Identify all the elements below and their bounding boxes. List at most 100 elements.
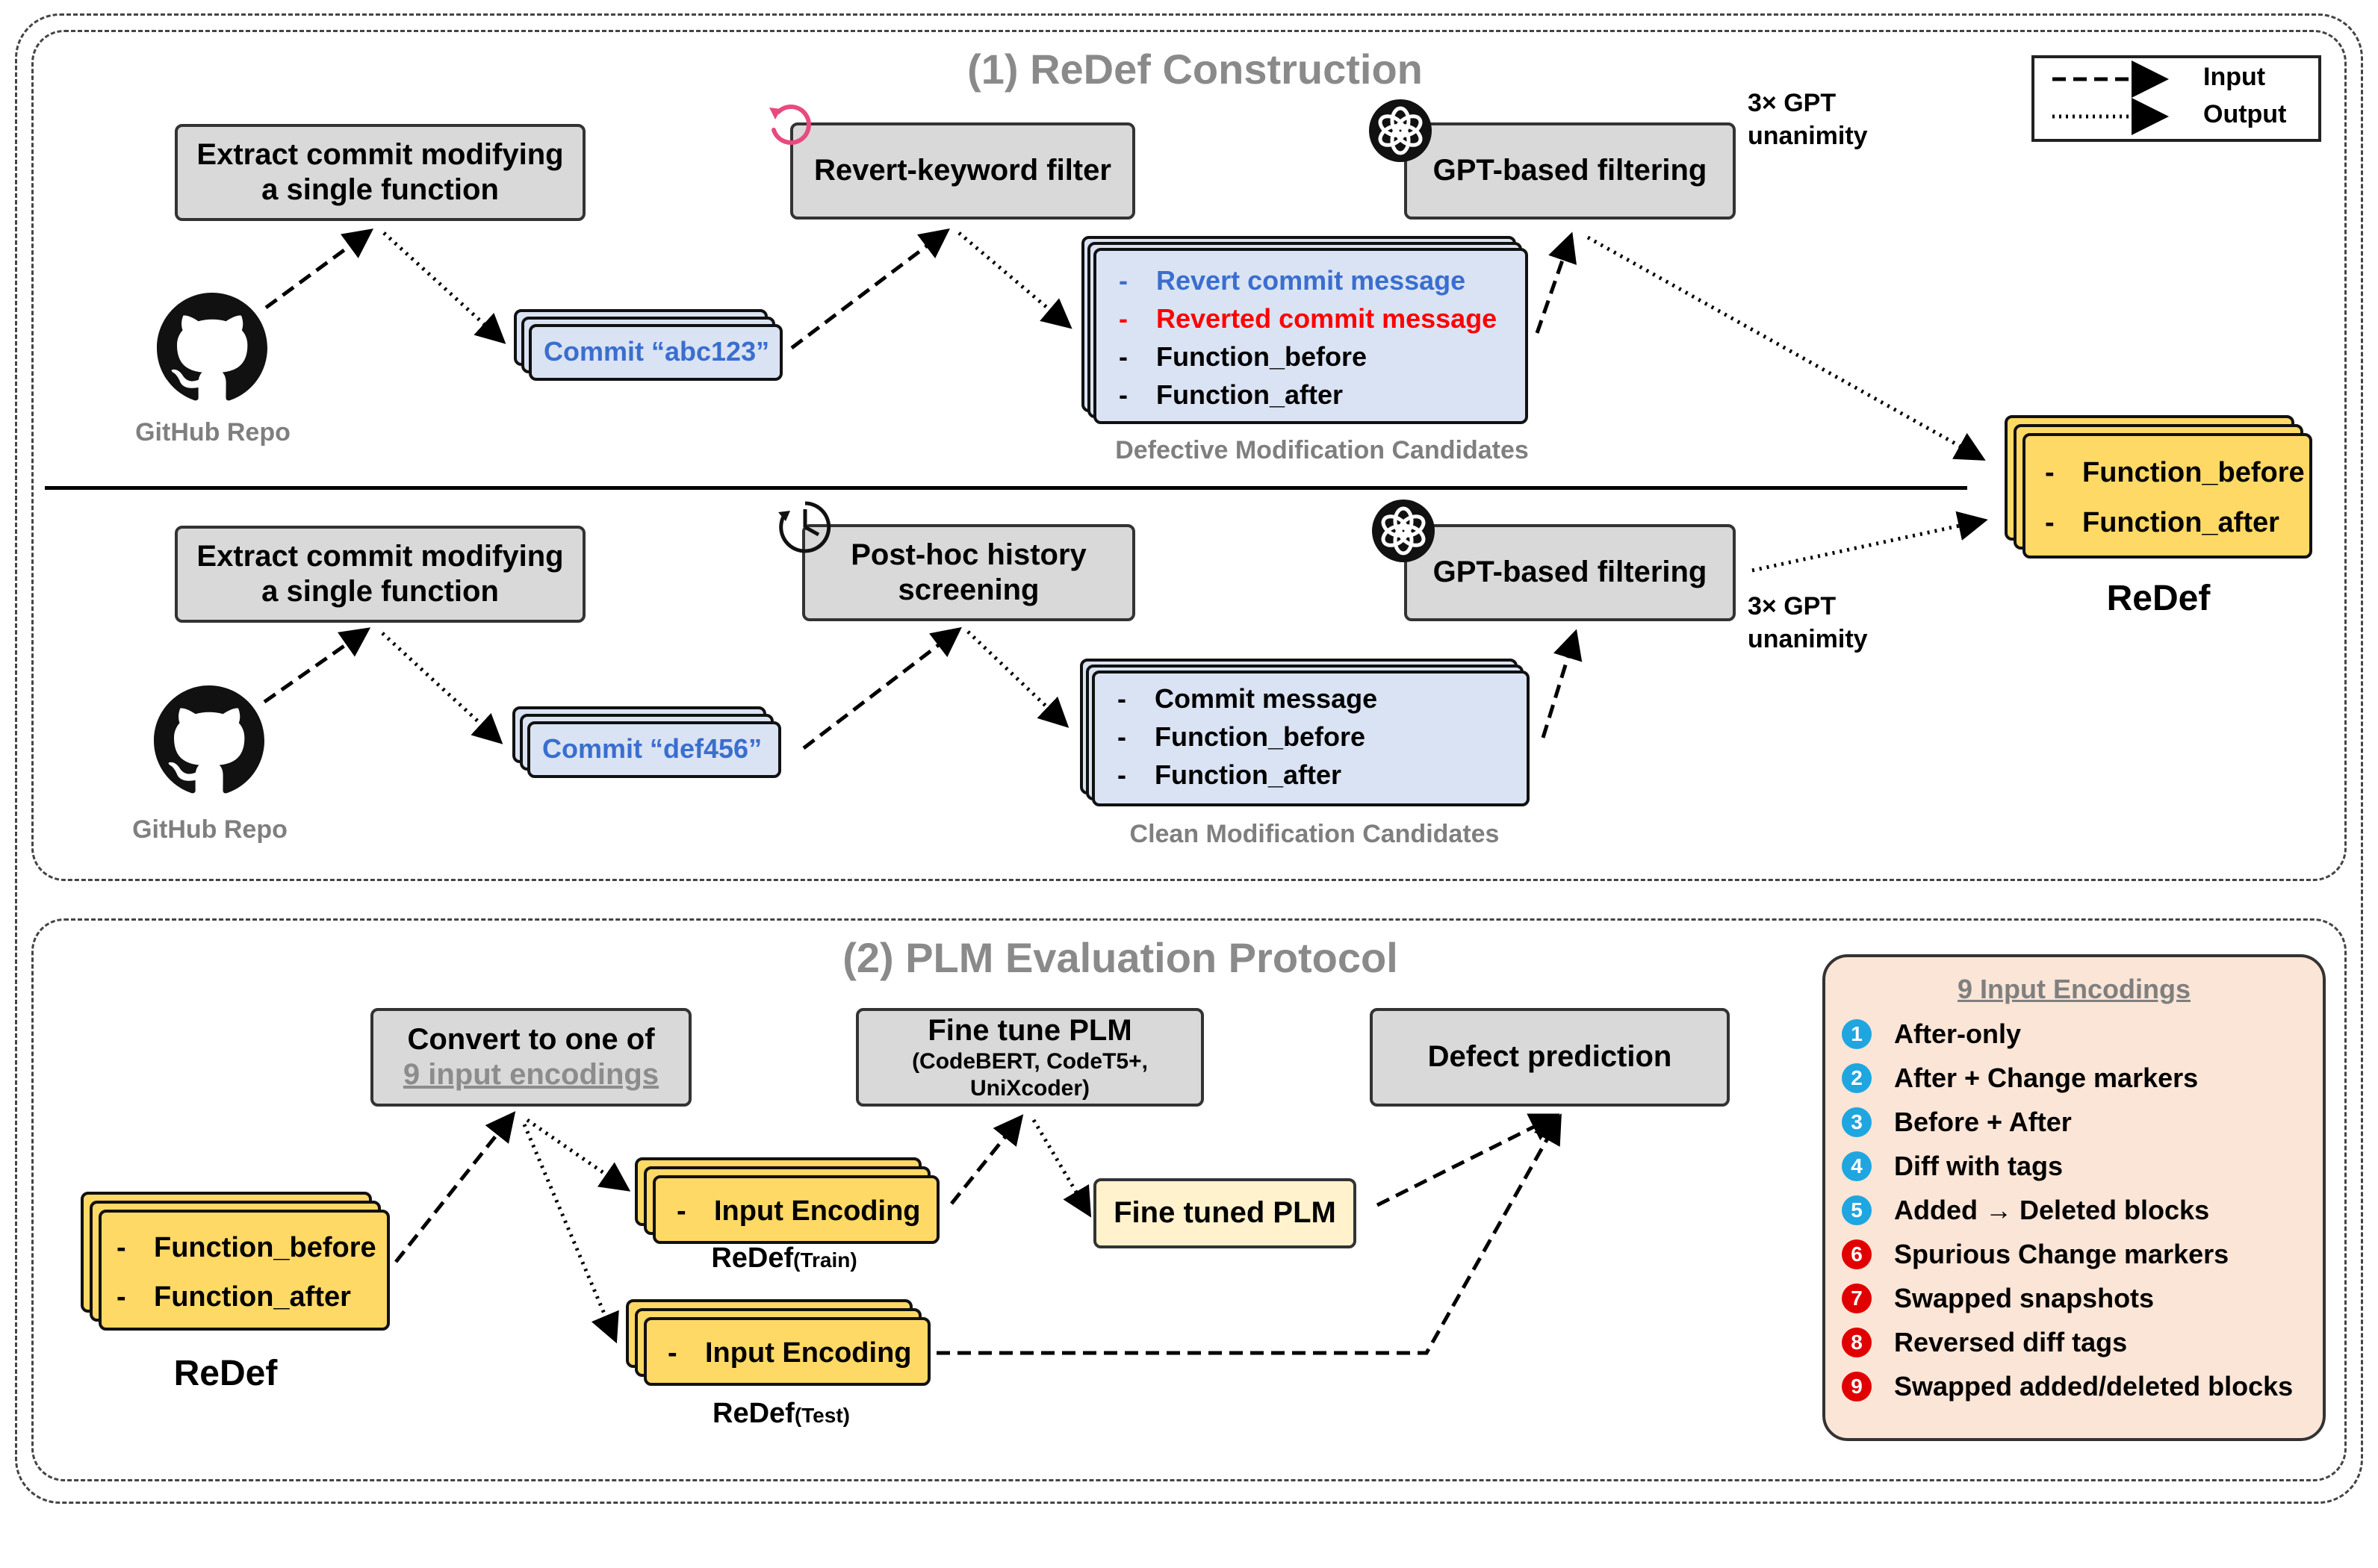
encoding-label: Before + After: [1894, 1107, 2072, 1137]
arrow-input: [394, 1111, 516, 1263]
number-badge-icon: 3: [1842, 1107, 1872, 1137]
encoding-item: 3 Before + After: [1842, 1107, 2072, 1138]
gpt-filter-box-2: GPT-based filtering: [1404, 524, 1736, 621]
clean-candidates-list: -Commit message -Function_before -Functi…: [1117, 679, 1377, 794]
legend: Input Output: [2031, 55, 2321, 142]
redef-row: -Function_after: [2045, 507, 2279, 538]
gpt-note-2: 3× GPT unanimity: [1748, 592, 1868, 654]
arrow-input: [1535, 231, 1577, 334]
test-encoding-list: -Input Encoding: [668, 1332, 912, 1374]
train-encoding-list: -Input Encoding: [677, 1190, 921, 1232]
encoding-label: Swapped added/deleted blocks: [1894, 1371, 2294, 1401]
redef-row: -Function_before: [2045, 457, 2305, 488]
encoding-label: Diff with tags: [1894, 1151, 2063, 1181]
candidate-row: -Function_after: [1117, 759, 1342, 790]
commit-stack-2: Commit “def456”: [512, 706, 790, 783]
extract-commit-box-1: Extract commit modifying a single functi…: [175, 124, 586, 221]
redef-output-label: ReDef: [2106, 579, 2211, 618]
encodings-link[interactable]: 9 input encodings: [403, 1058, 659, 1091]
encoding-row: -Input Encoding: [668, 1337, 912, 1369]
redef-output-list: -Function_before -Function_after: [2045, 448, 2305, 548]
encoding-item: 4 Diff with tags: [1842, 1151, 2063, 1182]
arrow-output: [966, 630, 1070, 728]
encoding-row: -Input Encoding: [677, 1195, 921, 1227]
commit-label-1: Commit “abc123”: [544, 336, 770, 367]
encoding-label: Added → Deleted blocks: [1894, 1195, 2210, 1225]
revert-filter-box: Revert-keyword filter: [790, 122, 1135, 220]
number-badge-icon: 4: [1842, 1151, 1872, 1181]
revert-icon: [765, 99, 817, 151]
clean-candidates: -Commit message -Function_before -Functi…: [1080, 659, 1536, 812]
construction-title: (1) ReDef Construction: [967, 46, 1423, 93]
arrow-input: [790, 228, 950, 349]
candidate-row: -Function_before: [1119, 340, 1367, 372]
redef-input: -Function_before -Function_after: [81, 1192, 390, 1331]
github-label-1: GitHub Repo: [135, 418, 291, 447]
arrow-output: [382, 231, 506, 344]
arrow-input: [263, 627, 371, 704]
arrow-output: [526, 1118, 631, 1192]
construction-panel: [31, 30, 2347, 881]
redef-row: -Function_before: [117, 1231, 376, 1263]
encoding-label: After + Change markers: [1894, 1063, 2199, 1093]
encoding-item: 2 After + Change markers: [1842, 1063, 2198, 1094]
encoding-item: 8 Reversed diff tags: [1842, 1327, 2127, 1358]
arrow-input: [1541, 629, 1583, 738]
candidate-row: -Function_before: [1117, 721, 1366, 752]
fine-tuned-plm: Fine tuned PLM: [1093, 1178, 1356, 1248]
legend-output-label: Output: [2203, 100, 2287, 128]
row-divider: [45, 486, 1967, 490]
arrow-input: [937, 1113, 1562, 1355]
redef-input-label: ReDef: [173, 1354, 278, 1393]
encoding-item: 7 Swapped snapshots: [1842, 1283, 2154, 1314]
number-badge-icon: 6: [1842, 1239, 1872, 1269]
github-label-2: GitHub Repo: [132, 815, 288, 844]
number-badge-icon: 7: [1842, 1284, 1872, 1313]
encoding-label: Reversed diff tags: [1894, 1327, 2128, 1357]
encoding-item: 9 Swapped added/deleted blocks: [1842, 1371, 2293, 1402]
defective-candidates: -Revert commit message -Reverted commit …: [1081, 236, 1534, 430]
outer-frame: [15, 13, 2363, 1504]
convert-box: Convert to one of 9 input encodings: [370, 1008, 692, 1107]
evaluation-title: (2) PLM Evaluation Protocol: [842, 934, 1398, 981]
train-encoding: -Input Encoding: [635, 1157, 940, 1244]
redef-output: -Function_before -Function_after: [2005, 415, 2312, 559]
defect-prediction-box: Defect prediction: [1370, 1008, 1730, 1107]
gpt-filter-box-1: GPT-based filtering: [1404, 122, 1736, 220]
number-badge-icon: 2: [1842, 1063, 1872, 1093]
number-badge-icon: 9: [1842, 1372, 1872, 1401]
arrow-input: [1376, 1113, 1560, 1207]
history-icon: [777, 499, 833, 556]
number-badge-icon: 8: [1842, 1328, 1872, 1357]
arrow-output: [957, 231, 1072, 329]
defective-candidates-list: -Revert commit message -Reverted commit …: [1119, 261, 1497, 414]
arrow-output: [1751, 511, 1988, 573]
arrow-input: [950, 1114, 1024, 1205]
encodings-panel: 9 Input Encodings: [1822, 954, 2326, 1441]
candidate-row: -Reverted commit message: [1119, 302, 1497, 334]
candidate-row: -Commit message: [1117, 682, 1378, 714]
arrow-input: [802, 626, 962, 750]
candidate-row: -Function_after: [1119, 379, 1344, 410]
defective-caption: Defective Modification Candidates: [1115, 436, 1529, 464]
redef-row: -Function_after: [117, 1281, 351, 1313]
evaluation-panel: [31, 918, 2347, 1481]
github-icon: [154, 685, 264, 796]
posthoc-screening-box: Post-hoc history screening: [802, 524, 1135, 621]
legend-input-label: Input: [2203, 63, 2266, 91]
encoding-item: 1 After-only: [1842, 1018, 2021, 1050]
train-label: ReDef(Train): [711, 1242, 857, 1274]
encoding-label: After-only: [1894, 1018, 2021, 1049]
clean-caption: Clean Modification Candidates: [1129, 820, 1500, 848]
commit-stack-1: Commit “abc123”: [514, 309, 792, 385]
number-badge-icon: 5: [1842, 1195, 1872, 1225]
extract-commit-box-2: Extract commit modifying a single functi…: [175, 526, 586, 623]
encoding-label: Swapped snapshots: [1894, 1283, 2155, 1313]
openai-icon: [1368, 99, 1432, 163]
arrow-output: [1031, 1119, 1092, 1218]
arrow-output: [381, 632, 503, 744]
test-encoding: -Input Encoding: [626, 1299, 931, 1386]
commit-label-2: Commit “def456”: [542, 733, 763, 764]
number-badge-icon: 1: [1842, 1019, 1872, 1049]
